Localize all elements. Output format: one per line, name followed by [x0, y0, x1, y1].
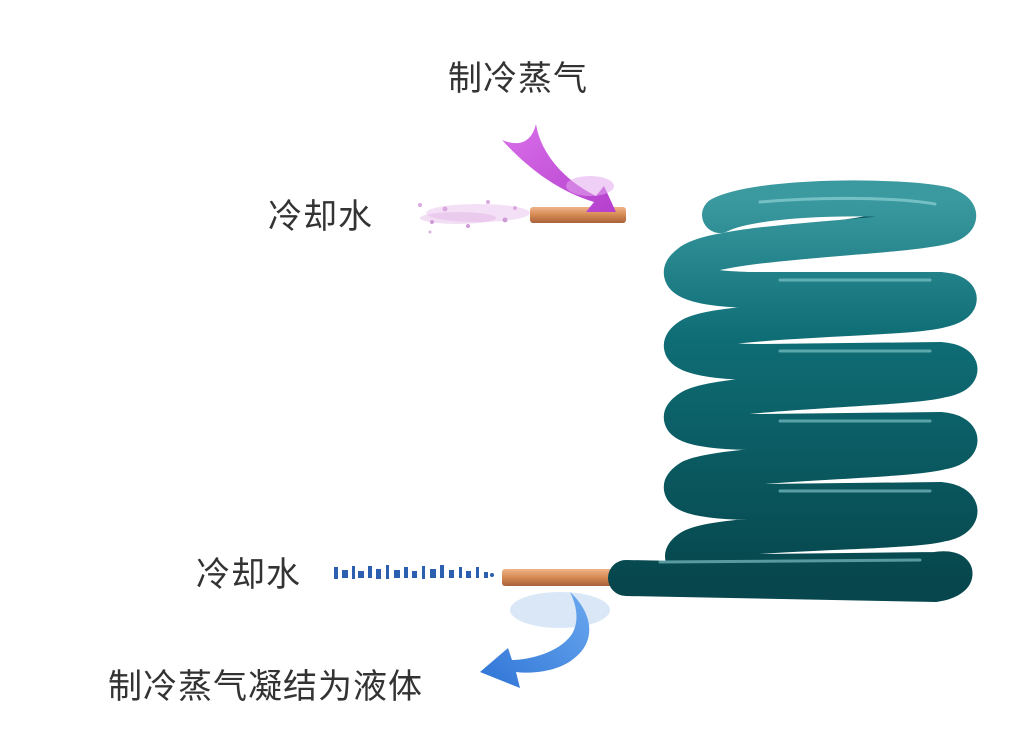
refrigerant-vapor-label: 制冷蒸气	[448, 59, 588, 99]
cooling-water-label-bottom: 冷却水	[196, 555, 301, 595]
copper-pipe-bottom	[502, 569, 628, 586]
condensed-liquid-label: 制冷蒸气凝结为液体	[108, 667, 423, 707]
cooling-water-label-top: 冷却水	[268, 197, 373, 237]
cooling-water-spray-bottom	[334, 565, 494, 579]
vapor-inlet-arrow-icon	[502, 124, 616, 212]
liquid-outlet-arrow-icon	[480, 592, 610, 688]
cooling-water-spray-top	[418, 200, 530, 234]
condenser-coil	[608, 180, 978, 603]
